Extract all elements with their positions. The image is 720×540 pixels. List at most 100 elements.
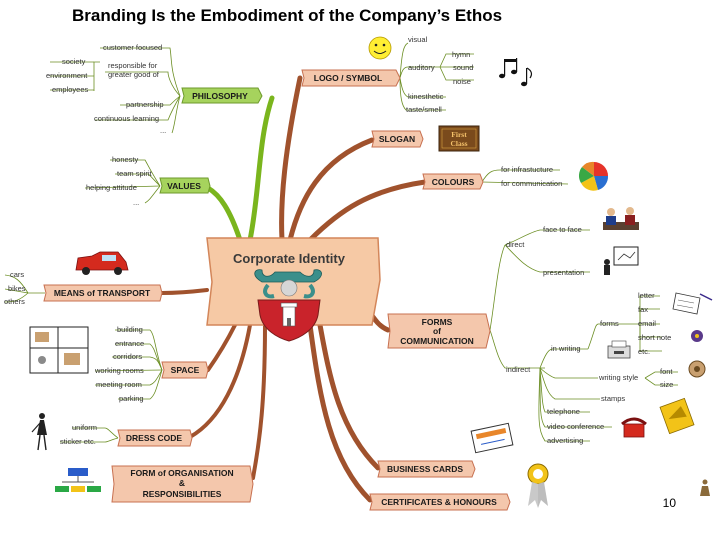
meeting-people-icon	[603, 207, 639, 230]
branch-philosophy	[247, 95, 275, 243]
dress-leaves: uniform sticker etc.	[60, 423, 97, 446]
leaf-size: size	[660, 380, 673, 389]
leaf-communication: for communication	[501, 179, 562, 188]
organisation-line3: RESPONSIBILITIES	[143, 489, 222, 499]
logo-leaves: visual auditory hymn sound noise kinesth…	[406, 35, 473, 114]
space-label: SPACE	[171, 365, 200, 375]
business-cards-label: BUSINESS CARDS	[387, 464, 463, 474]
leaf-in-writing: in writing	[551, 344, 581, 353]
organisation-line1: FORM of ORGANISATION	[130, 468, 233, 478]
colours-leaves: for infrastucture for communication	[501, 165, 562, 188]
leaf-email: email	[638, 319, 656, 328]
org-chart-icon	[55, 468, 101, 492]
page-number: 10	[662, 496, 676, 510]
leaf-presentation: presentation	[543, 268, 584, 277]
communication-line3: COMMUNICATION	[400, 336, 474, 346]
space-node[interactable]: SPACE	[161, 361, 209, 379]
leaf-employees: employees	[52, 85, 89, 94]
badge-class: Class	[450, 139, 467, 148]
communication-leaves: direct face to face presentation indirec…	[506, 225, 673, 445]
red-car-icon	[75, 251, 129, 275]
slogan-node[interactable]: SLOGAN	[371, 130, 424, 148]
badge-first: First	[451, 130, 467, 139]
certificates-node[interactable]: CERTIFICATES & HONOURS	[369, 493, 511, 511]
communication-node[interactable]: FORMS of COMMUNICATION	[387, 313, 491, 349]
transport-node[interactable]: MEANS of TRANSPORT	[43, 284, 163, 302]
leaf-advertising: advertising	[547, 436, 583, 445]
center-node: Corporate Identity	[206, 237, 381, 342]
leaf-working-rooms: working rooms	[94, 366, 144, 375]
philosophy-leaves: customer focused responsible for greater…	[46, 43, 166, 135]
philosophy-node[interactable]: PHILOSOPHY	[181, 87, 263, 104]
leaf-sticker: sticker etc.	[60, 437, 96, 446]
leaf-telephone: telephone	[547, 407, 580, 416]
branch-transport	[160, 288, 209, 295]
slide-title: Branding Is the Embodiment of the Compan…	[72, 6, 503, 25]
branch-certificates	[307, 322, 373, 503]
leaf-indirect: indirect	[506, 365, 531, 374]
leaf-others: others	[4, 297, 25, 306]
communication-line1: FORMS	[422, 317, 453, 327]
leaf-lines	[4, 42, 678, 443]
leaf-corridors: corridors	[113, 352, 142, 361]
leaf-infrastructure: for infrastucture	[501, 165, 553, 174]
business-card-icon	[470, 422, 514, 454]
branch-colours	[307, 179, 428, 243]
floor-plan-icon	[29, 326, 89, 374]
woman-icon	[31, 413, 47, 451]
branch-logo	[279, 75, 303, 243]
certificates-label: CERTIFICATES & HONOURS	[381, 497, 497, 507]
leaf-visual: visual	[408, 35, 428, 44]
organisation-line2: &	[179, 478, 185, 488]
logo-symbol-node[interactable]: LOGO / SYMBOL	[301, 69, 401, 87]
leaf-kinesthetic: kinesthetic	[408, 92, 444, 101]
leaf-parking: parking	[119, 394, 144, 403]
rosette-icon	[527, 463, 549, 508]
leaf-society: society	[62, 57, 86, 66]
telephone-icon	[621, 417, 647, 438]
small-figure-icon	[700, 479, 710, 496]
leaf-entrance: entrance	[115, 339, 144, 348]
organisation-node[interactable]: FORM of ORGANISATION & RESPONSIBILITIES	[111, 465, 254, 503]
yellow-card-icon	[659, 397, 695, 435]
dress-code-node[interactable]: DRESS CODE	[117, 429, 193, 447]
values-node[interactable]: VALUES	[159, 177, 211, 194]
branch-values	[205, 185, 243, 243]
leaf-team-spirit: team spirit	[117, 169, 153, 178]
branch-space	[206, 323, 237, 372]
transport-leaves: cars bikes others	[4, 270, 26, 306]
leaf-font: font	[660, 367, 673, 376]
leaf-continuous-learning: continuous learning	[94, 114, 159, 123]
leaf-stamps: stamps	[601, 394, 625, 403]
leaf-letter: letter	[638, 291, 655, 300]
business-cards-node[interactable]: BUSINESS CARDS	[377, 460, 476, 478]
space-leaves: building entrance corridors working room…	[94, 325, 144, 403]
leaf-direct: direct	[506, 240, 525, 249]
music-notes-icon	[499, 58, 533, 87]
documents-icon	[672, 292, 713, 315]
leaf-customer-focused: customer focused	[103, 43, 162, 52]
colours-node[interactable]: COLOURS	[422, 173, 484, 190]
leaf-responsible-for: responsible for	[108, 61, 158, 70]
leaf-building: building	[117, 325, 143, 334]
leaf-environment: environment	[46, 71, 88, 80]
leaf-short-note: short note	[638, 333, 671, 342]
leaf-honesty: honesty	[112, 155, 139, 164]
center-label: Corporate Identity	[233, 251, 346, 266]
branch-business-cards	[317, 322, 381, 471]
communication-line2: of	[433, 326, 441, 336]
printer-fax-icon	[607, 340, 631, 359]
transport-label: MEANS of TRANSPORT	[54, 288, 151, 298]
leaf-values-more: ...	[133, 198, 139, 207]
logo-symbol-label: LOGO / SYMBOL	[314, 73, 382, 83]
branch-dress	[188, 323, 252, 439]
leaf-hymn: hymn	[452, 50, 470, 59]
leaf-partnership: partnership	[126, 100, 164, 109]
smiley-icon	[368, 36, 392, 60]
philosophy-label: PHILOSOPHY	[192, 91, 248, 101]
stamp-icons	[688, 330, 706, 378]
first-class-badge-icon: First Class	[438, 125, 480, 152]
values-label: VALUES	[167, 181, 201, 191]
leaf-meeting-room: meeting room	[96, 380, 142, 389]
